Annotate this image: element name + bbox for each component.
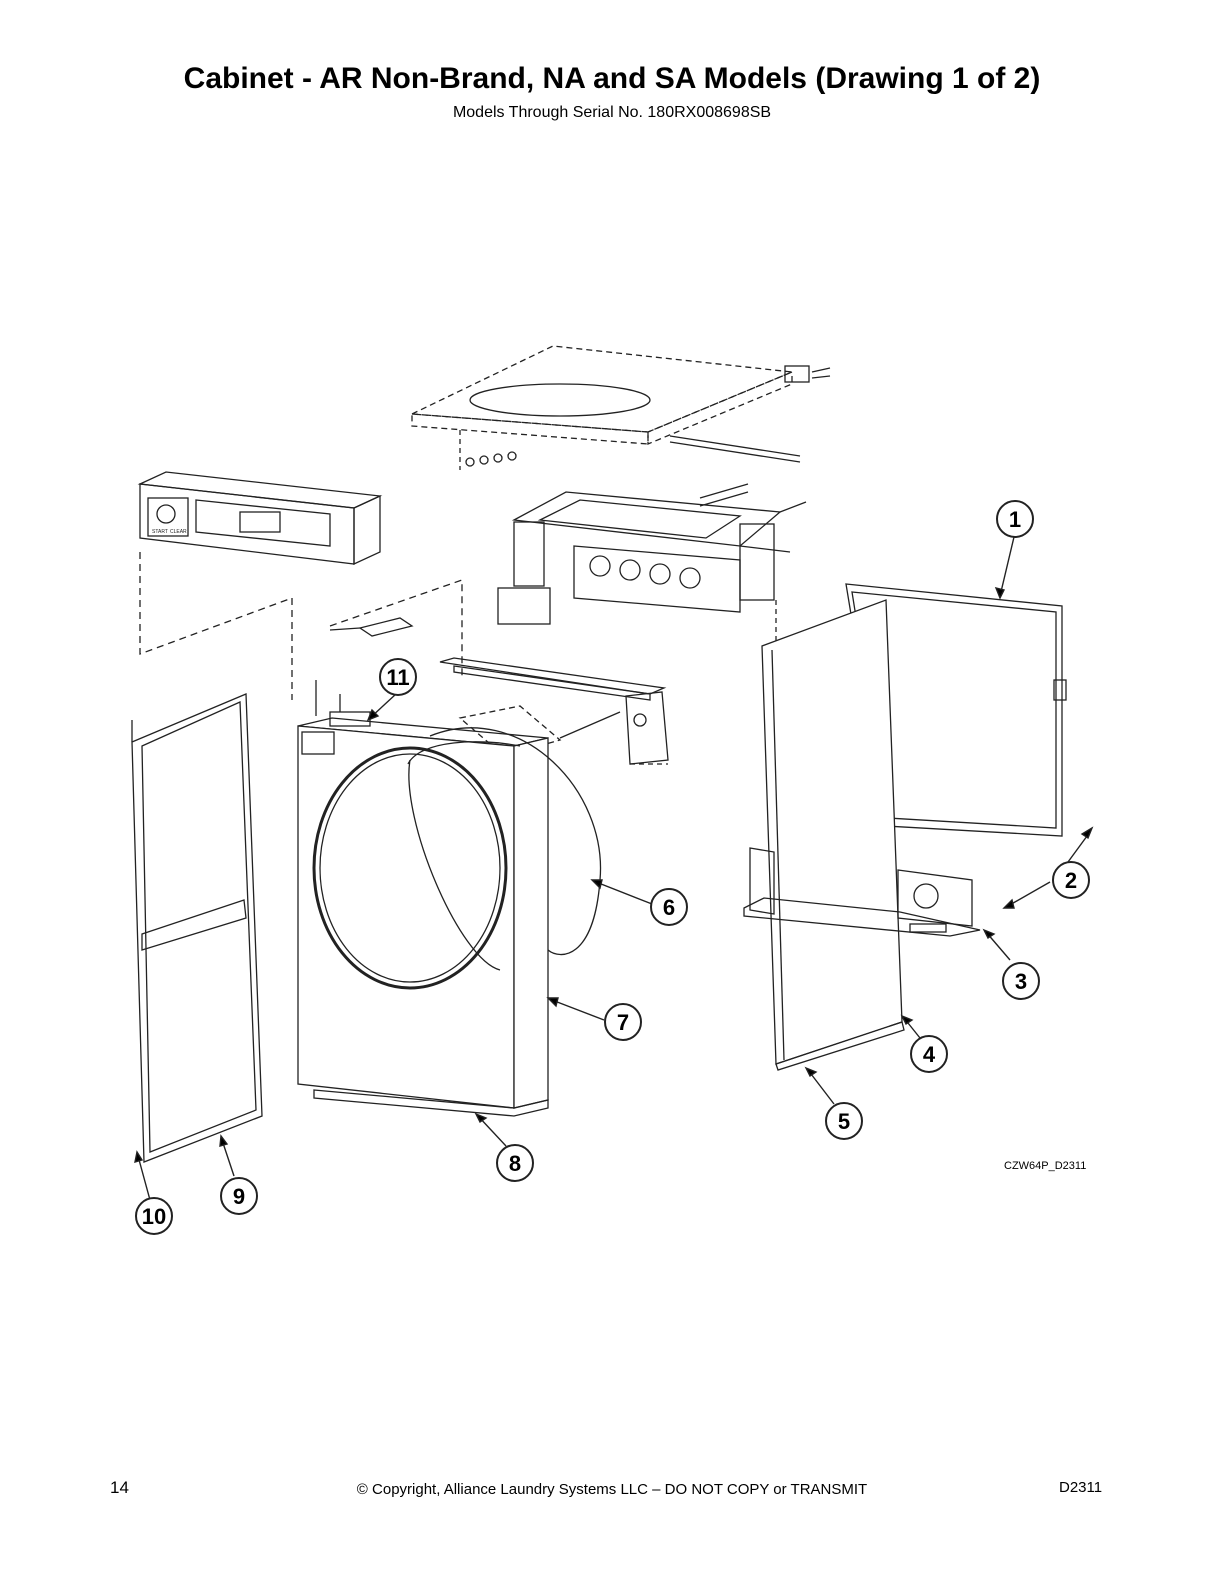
callout-1: 1 bbox=[996, 500, 1034, 538]
drawing-code: CZW64P_D2311 bbox=[1004, 1160, 1087, 1172]
svg-text:10: 10 bbox=[142, 1204, 166, 1229]
small-bracket bbox=[329, 617, 414, 637]
page-number: 14 bbox=[110, 1478, 129, 1497]
callout-9: 9 bbox=[220, 1177, 258, 1215]
callout-5: 5 bbox=[825, 1102, 863, 1140]
callout-10: 10 bbox=[135, 1197, 173, 1235]
callouts: 1 2 3 4 5 6 7 8 9 10 11 bbox=[135, 500, 1090, 1235]
leader-arrows bbox=[134, 536, 1094, 1201]
control-panel: START CLEAR bbox=[137, 471, 383, 566]
svg-text:7: 7 bbox=[617, 1010, 629, 1035]
callout-7: 7 bbox=[604, 1003, 642, 1041]
svg-text:4: 4 bbox=[923, 1042, 936, 1067]
left-side-panel bbox=[131, 693, 263, 1163]
svg-text:9: 9 bbox=[233, 1184, 245, 1209]
rear-frame-bracket bbox=[497, 483, 807, 625]
callout-6: 6 bbox=[650, 888, 688, 926]
callout-4: 4 bbox=[910, 1035, 948, 1073]
top-panel bbox=[409, 345, 831, 470]
rear-bracket bbox=[743, 847, 981, 937]
svg-text:8: 8 bbox=[509, 1151, 521, 1176]
clear-label: CLEAR bbox=[170, 529, 187, 535]
start-label: START bbox=[152, 529, 168, 535]
callout-8: 8 bbox=[496, 1144, 534, 1182]
svg-text:5: 5 bbox=[838, 1109, 850, 1134]
side-panel bbox=[761, 583, 1067, 1071]
front-panel bbox=[297, 717, 549, 1117]
callout-11: 11 bbox=[379, 658, 417, 696]
control-panel-leader bbox=[139, 552, 293, 700]
callout-2: 2 bbox=[1052, 861, 1090, 899]
callout-3: 3 bbox=[1002, 962, 1040, 1000]
svg-text:11: 11 bbox=[386, 665, 409, 690]
document-id: D2311 bbox=[1059, 1479, 1103, 1496]
svg-text:1: 1 bbox=[1009, 507, 1021, 532]
drum-opening-ring bbox=[407, 727, 602, 971]
svg-text:3: 3 bbox=[1015, 969, 1027, 994]
svg-text:2: 2 bbox=[1065, 868, 1077, 893]
page-title: Cabinet - AR Non-Brand, NA and SA Models… bbox=[183, 62, 1041, 95]
copyright-notice: © Copyright, Alliance Laundry Systems LL… bbox=[356, 1481, 868, 1498]
page-subtitle: Models Through Serial No. 180RX008698SB bbox=[452, 104, 772, 121]
svg-text:6: 6 bbox=[663, 895, 675, 920]
